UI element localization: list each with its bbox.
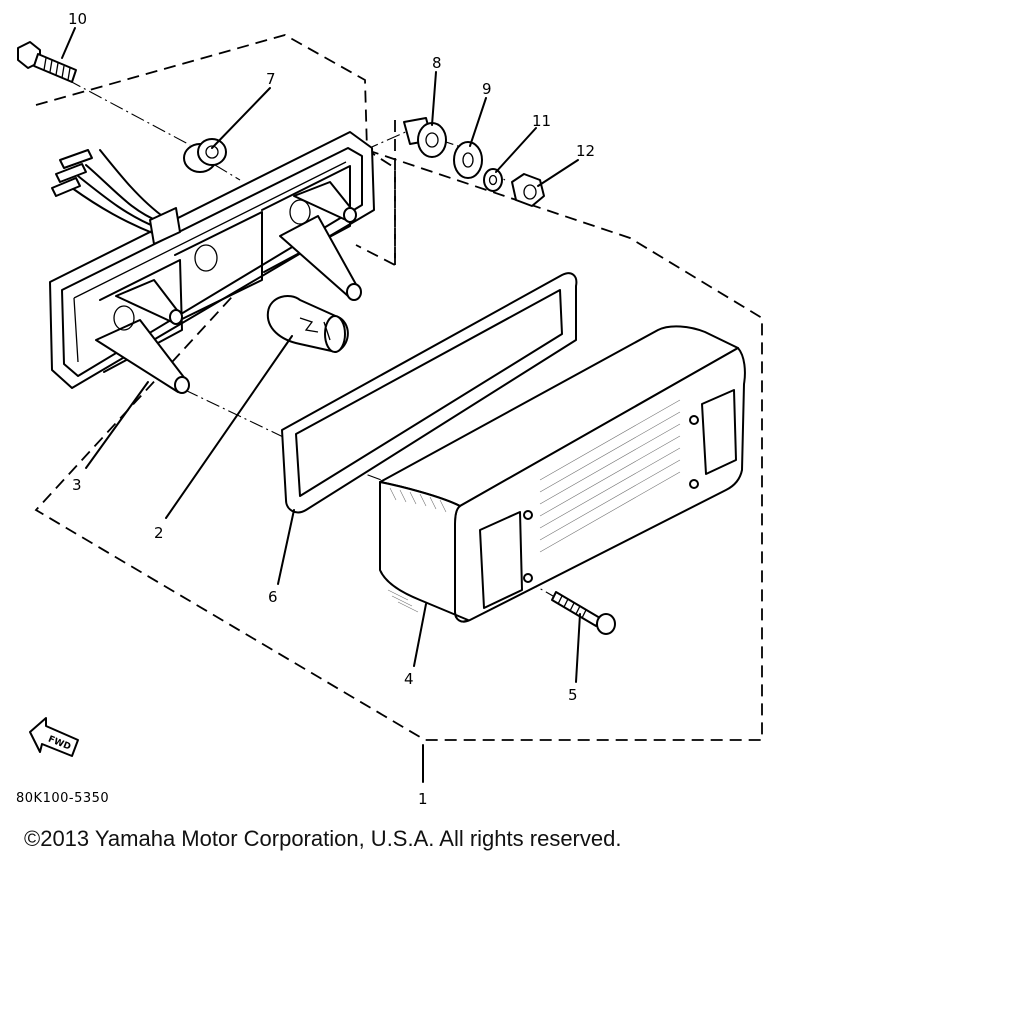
screw-part-5: [551, 591, 616, 635]
callout-8: 8: [432, 54, 442, 72]
callout-5: 5: [568, 686, 578, 704]
callout-labels: 10 7 8 9 11 12 3 2 6 4 5 1: [68, 10, 595, 808]
taillight-housing-part-3: [49, 131, 375, 394]
callout-10: 10: [68, 10, 87, 28]
callout-12: 12: [576, 142, 595, 160]
forward-arrow-icon: FWD: [29, 717, 79, 757]
callout-9: 9: [482, 80, 492, 98]
washer-part-9: [453, 141, 483, 179]
bulb-part-2: [266, 295, 349, 353]
callout-1: 1: [418, 790, 428, 808]
copyright-notice: ©2013 Yamaha Motor Corporation, U.S.A. A…: [24, 826, 622, 851]
gasket-part-6: [281, 272, 578, 514]
callout-7: 7: [266, 70, 276, 88]
callout-2: 2: [154, 524, 164, 542]
grommet-part-7: [183, 138, 227, 173]
lock-washer-part-11: [483, 168, 503, 192]
collar-part-8: [403, 117, 447, 158]
callout-11: 11: [532, 112, 551, 130]
callout-3: 3: [72, 476, 82, 494]
alignment-line-bolt: [67, 79, 241, 181]
callout-6: 6: [268, 588, 278, 606]
bolt-part-10: [17, 41, 77, 83]
callout-4: 4: [404, 670, 414, 688]
reference-code: 80K100-5350: [16, 791, 109, 806]
nut-part-12: [511, 173, 545, 207]
lens-part-4: [379, 325, 746, 623]
leader-lines: [61, 27, 581, 683]
